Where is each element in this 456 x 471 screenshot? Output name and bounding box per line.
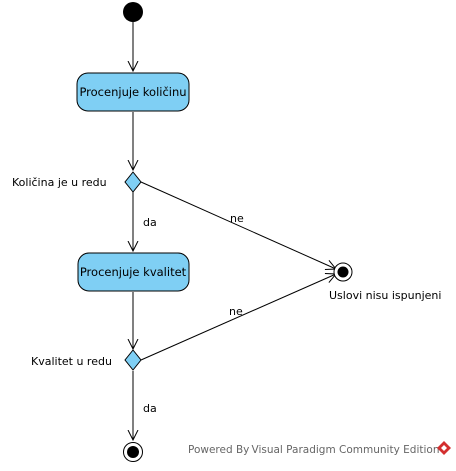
final-node[interactable] [333, 262, 353, 282]
decision-diamond [124, 349, 142, 371]
decision-label: Kvalitet u redu [31, 355, 112, 368]
activity-label: Procenjuje kvalitet [80, 265, 187, 279]
guard-label: da [143, 216, 157, 229]
guard-label: ne [230, 212, 244, 225]
decision-label: Količina je u redu [12, 176, 107, 189]
guard-label: da [143, 402, 157, 415]
guard-label: ne [229, 305, 243, 318]
activity-node[interactable]: Procenjuje kvalitet [77, 252, 190, 292]
visual-paradigm-logo-icon [437, 441, 451, 455]
final-node-dot [337, 266, 349, 278]
edge-decision2-to-final [140, 274, 336, 361]
activity-box [77, 252, 190, 292]
activity-node[interactable]: Procenjuje količinu [76, 72, 190, 112]
initial-node [123, 2, 143, 22]
final-node-dot [127, 446, 139, 458]
decision-node[interactable] [124, 349, 142, 371]
activity-box [76, 72, 190, 112]
footer-text: Powered By Visual Paradigm Community Edi… [188, 444, 439, 456]
final-node-label: Uslovi nisu ispunjeni [329, 289, 441, 302]
decision-node[interactable] [124, 171, 142, 193]
activity-label: Procenjuje količinu [79, 85, 186, 99]
decision-diamond [124, 171, 142, 193]
final-node[interactable] [123, 442, 143, 462]
edge-decision1-to-final [140, 181, 336, 269]
